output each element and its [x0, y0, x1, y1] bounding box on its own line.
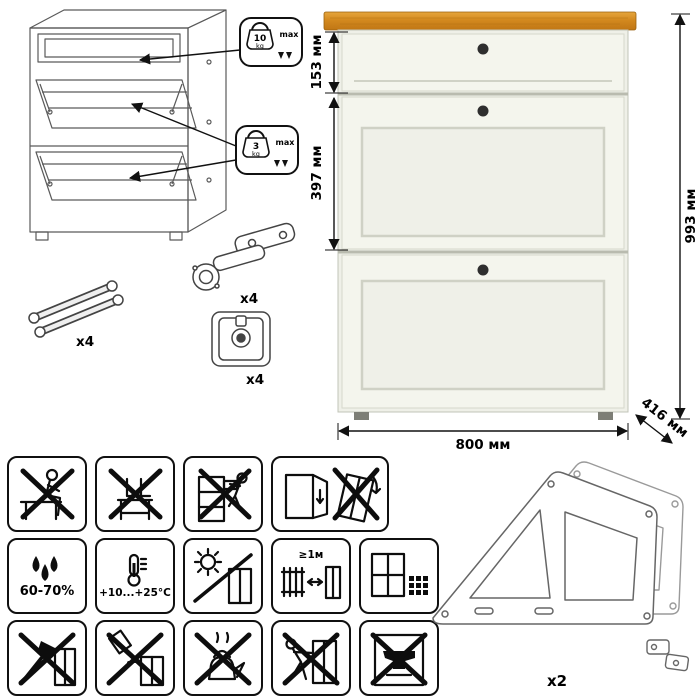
- pictogram-ventilation: [359, 538, 439, 614]
- pictogram-humidity: 60-70%: [7, 538, 87, 614]
- product-render: 153 мм 397 мм 993 мм 800 мм 416 мм: [309, 11, 699, 453]
- no-heavy-loads-icon: [370, 632, 428, 687]
- pictogram-no-liquids: [95, 620, 175, 696]
- dimension-lines: [325, 13, 690, 444]
- thermometer-icon: [127, 554, 148, 587]
- drawer-load-note: max: [280, 30, 300, 39]
- drawer-front: [341, 33, 625, 92]
- hinge-hardware: x4: [192, 222, 296, 307]
- shoe-cabinet: [323, 11, 637, 420]
- cabinet-sketch: [29, 9, 227, 241]
- lid-stay-hardware: x4: [28, 280, 124, 350]
- wireframe-diagram: 10 kg max 3 kg max: [28, 9, 303, 388]
- pictogram-no-sitting: [7, 456, 87, 532]
- drawer-load-callout: 10 kg max: [239, 17, 303, 67]
- ventilation-window-icon: [370, 552, 428, 598]
- pictogram-sunlight: [183, 538, 263, 614]
- no-sharp-tools-icon: [18, 632, 77, 687]
- drawer-load-unit: kg: [256, 42, 264, 50]
- no-climbing-icon: [197, 468, 252, 523]
- side-frame-qty: x2: [547, 672, 567, 690]
- avoid-sunlight-icon: [193, 547, 253, 605]
- drawer-knob: [477, 43, 489, 55]
- side-frames-diagram: x2: [432, 461, 690, 690]
- pictogram-row-3: [7, 620, 459, 696]
- temperature-label: +10...+25°С: [99, 587, 171, 600]
- no-spilling-liquids-icon: [106, 629, 165, 687]
- dimension-flap-height: 397 мм: [309, 146, 325, 201]
- dimension-total-height: 993 мм: [683, 189, 699, 244]
- dimension-depth: 416 мм: [638, 395, 691, 441]
- heater-distance-icon: [280, 565, 342, 599]
- no-standing-icon: [108, 468, 163, 521]
- flap-load-callout: 3 kg max: [235, 125, 299, 175]
- down-arrows-icon: [274, 160, 288, 167]
- side-frame-front: [432, 471, 658, 625]
- no-sitting-icon: [19, 468, 75, 521]
- pictogram-temperature: +10...+25°С: [95, 538, 175, 614]
- no-dragging-icon: [282, 632, 340, 686]
- no-leaning-on-doors-icon: [284, 467, 381, 523]
- pictogram-no-standing: [95, 456, 175, 532]
- pictogram-no-leaning: [271, 456, 389, 532]
- pictogram-no-hot-objects: [183, 620, 263, 696]
- pictogram-no-heavy-loads: [359, 620, 439, 696]
- lower-flap-knob: [477, 264, 489, 276]
- upper-flap-knob: [477, 105, 489, 117]
- bracket-parts: [646, 639, 690, 672]
- lid-stay-qty: x4: [76, 334, 94, 350]
- pictogram-row-2: 60-70% +10...+25°С: [7, 538, 459, 614]
- pictogram-row-1: [7, 456, 459, 532]
- pictogram-no-dragging: [271, 620, 351, 696]
- heater-distance-label: ≥1м: [298, 549, 324, 562]
- pictogram-no-sharp-tools: [7, 620, 87, 696]
- hinge-qty: x4: [240, 291, 258, 307]
- no-hot-objects-icon: [194, 631, 252, 686]
- humidity-label: 60-70%: [19, 584, 75, 599]
- pictogram-heater-distance: ≥1м: [271, 538, 351, 614]
- dimension-width: 800 мм: [456, 437, 511, 453]
- flap-load-unit: kg: [252, 150, 260, 158]
- drawer-load-value: 10: [254, 34, 267, 44]
- cabinet-wood-top: [323, 11, 637, 31]
- humidity-drops-icon: [32, 556, 58, 581]
- callout-leaders: [128, 49, 241, 182]
- cam-lock-qty: x4: [246, 372, 264, 388]
- flap-load-value: 3: [253, 142, 259, 152]
- down-arrows-icon: [278, 52, 292, 59]
- care-pictograms: 60-70% +10...+25°С: [7, 456, 459, 700]
- dimension-drawer-height: 153 мм: [309, 35, 325, 90]
- cam-lock-hardware: x4: [211, 311, 271, 388]
- pictogram-no-climbing: [183, 456, 263, 532]
- flap-load-note: max: [276, 138, 296, 147]
